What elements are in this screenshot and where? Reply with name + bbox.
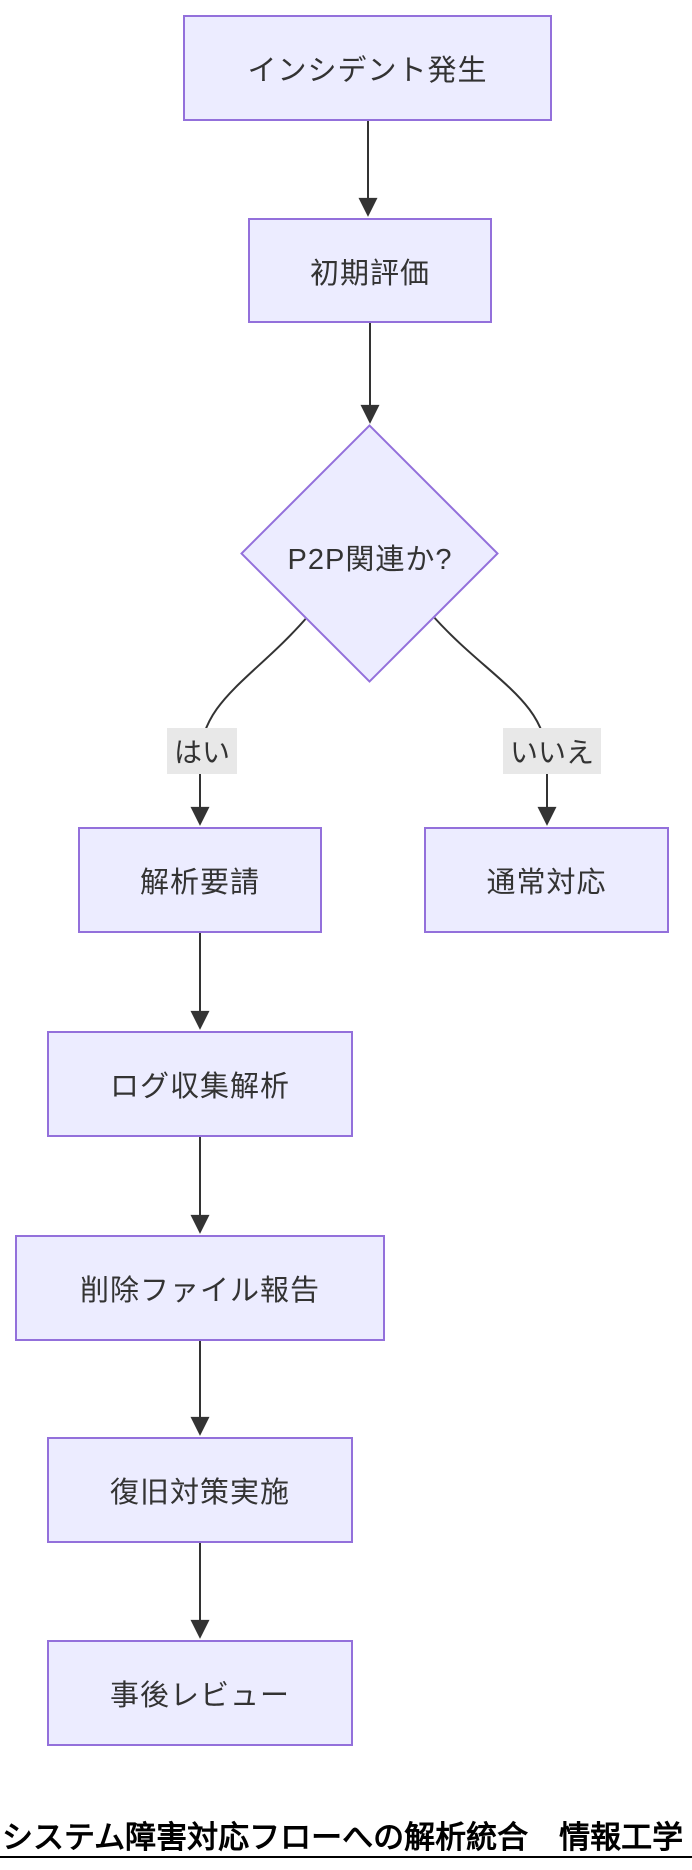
node-recovery-measures: 復旧対策実施 <box>47 1437 353 1543</box>
node-deleted-file-report: 削除ファイル報告 <box>15 1235 385 1341</box>
edge-decision-to-analysis-yes <box>190 614 310 826</box>
node-p2p-decision-label: P2P関連か? <box>287 544 453 576</box>
node-post-review: 事後レビュー <box>47 1640 353 1746</box>
node-initial-assessment: 初期評価 <box>248 218 492 323</box>
edge-label-no: いいえ <box>503 728 602 774</box>
node-normal-response: 通常対応 <box>424 827 669 933</box>
footer-caption: システム障害対応フローへの解析統合 情報工学 <box>2 1820 684 1855</box>
footer-divider <box>0 1856 692 1858</box>
edge-label-yes: はい <box>167 728 238 774</box>
node-incident-occurrence: インシデント発生 <box>183 15 552 121</box>
node-log-collection-analysis: ログ収集解析 <box>47 1031 353 1137</box>
node-analysis-request: 解析要請 <box>78 827 322 933</box>
edge-decision-to-normal-no <box>431 614 557 826</box>
